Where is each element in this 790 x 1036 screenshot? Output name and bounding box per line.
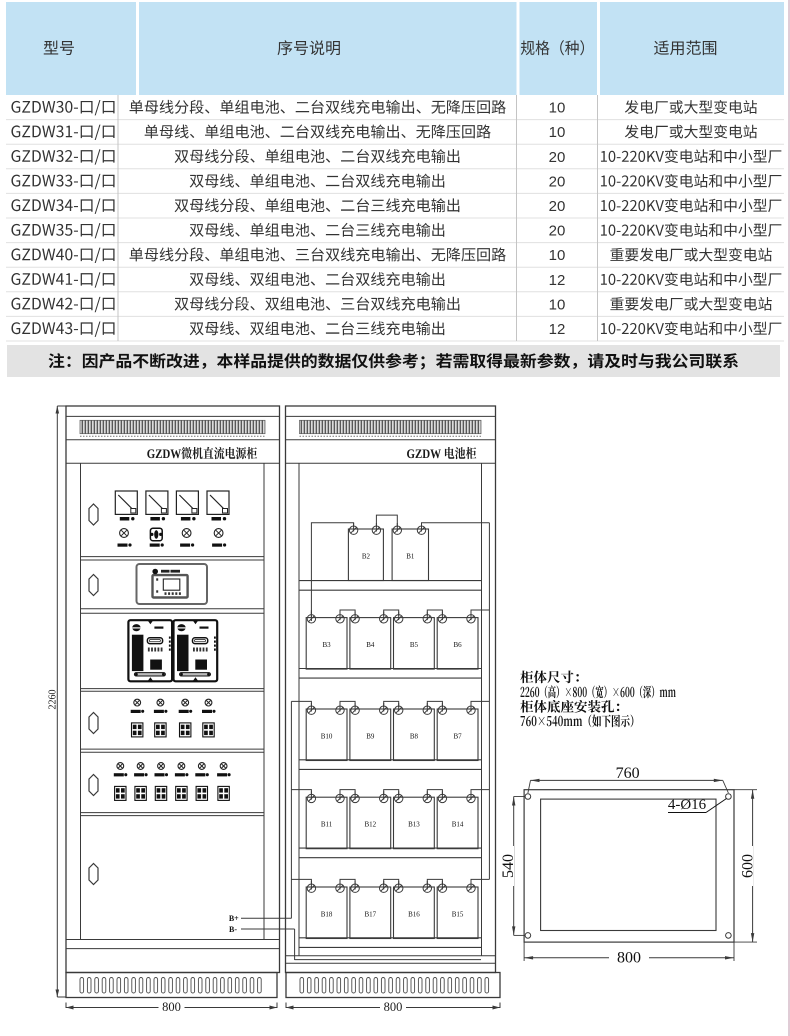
svg-text:20: 20 — [549, 223, 566, 240]
svg-text:B-: B- — [229, 925, 237, 934]
svg-text:B8: B8 — [410, 732, 419, 740]
svg-text:540: 540 — [500, 854, 517, 878]
svg-text:B12: B12 — [364, 820, 376, 828]
svg-text:B18: B18 — [321, 910, 333, 918]
svg-text:B10: B10 — [321, 732, 333, 740]
svg-text:B9: B9 — [366, 732, 375, 740]
svg-text:B17: B17 — [364, 910, 376, 918]
svg-text:20: 20 — [549, 173, 566, 190]
svg-text:10: 10 — [549, 296, 566, 313]
svg-text:B6: B6 — [454, 641, 463, 649]
svg-text:760: 760 — [616, 765, 640, 782]
svg-text:10: 10 — [549, 124, 566, 141]
svg-text:10: 10 — [549, 247, 566, 264]
svg-text:B15: B15 — [452, 910, 464, 918]
svg-text:12: 12 — [549, 272, 566, 289]
svg-text:B2: B2 — [362, 552, 371, 560]
svg-text:600: 600 — [739, 854, 756, 878]
svg-text:B+: B+ — [229, 914, 239, 923]
svg-text:B16: B16 — [408, 910, 420, 918]
svg-text:2260: 2260 — [48, 690, 59, 710]
svg-text:B1: B1 — [406, 552, 415, 560]
svg-text:800: 800 — [384, 1000, 403, 1014]
svg-text:B3: B3 — [323, 641, 332, 649]
svg-text:12: 12 — [549, 321, 566, 338]
svg-text:B11: B11 — [321, 820, 333, 828]
svg-text:B4: B4 — [366, 641, 375, 649]
svg-text:B5: B5 — [410, 641, 419, 649]
svg-text:20: 20 — [549, 198, 566, 215]
svg-text:20: 20 — [549, 149, 566, 166]
svg-text:4-Ø16: 4-Ø16 — [668, 797, 707, 813]
svg-text:B7: B7 — [454, 732, 463, 740]
svg-text:800: 800 — [617, 950, 641, 967]
svg-text:800: 800 — [162, 1000, 181, 1014]
svg-text:10: 10 — [549, 100, 566, 117]
svg-text:B13: B13 — [408, 820, 420, 828]
svg-text:B14: B14 — [452, 820, 464, 828]
